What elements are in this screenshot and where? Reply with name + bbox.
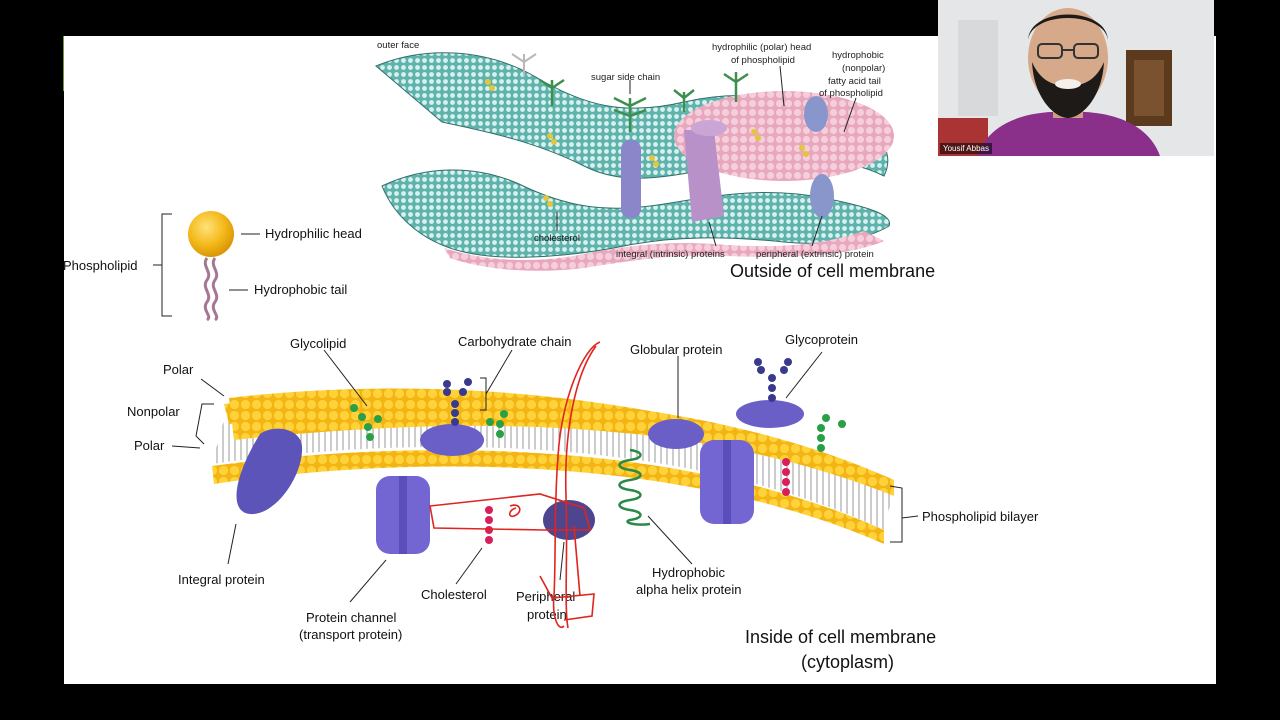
protein-channel-label-2: (transport protein) <box>299 627 402 642</box>
integral-protein-label: Integral protein <box>178 572 265 587</box>
lower-pink-heads <box>444 231 884 271</box>
integral-protein-1 <box>621 140 641 218</box>
polar-bottom-label: Polar <box>134 438 165 453</box>
cholesterol-label: Cholesterol <box>421 587 487 602</box>
protein-channel-label-1: Protein channel <box>306 610 396 625</box>
phospholipid-label: Phospholipid <box>64 258 137 273</box>
participant-name-label: Yousif Abbas <box>940 143 992 154</box>
nonpolar-label: Nonpolar <box>127 404 180 419</box>
glycolipid-label: Glycolipid <box>290 336 346 351</box>
cholesterol-molecules <box>485 458 790 544</box>
glycolipid-green-chains <box>350 404 846 452</box>
globular-protein-shape <box>648 419 704 449</box>
hydrophobic-tail-label-1: hydrophobic <box>832 50 884 61</box>
webcam-video-tile[interactable]: Yousif Abbas <box>938 0 1214 156</box>
polar-top-label: Polar <box>163 362 194 377</box>
glycoprotein-head <box>736 400 804 428</box>
outside-of-membrane-heading: Outside of cell membrane <box>730 261 935 281</box>
carbohydrate-chain-dots <box>443 358 792 426</box>
hydrophobic-tail-label-2: (nonpolar) <box>842 63 885 74</box>
presenter-video <box>938 0 1214 156</box>
peripheral-protein-top-label: peripheral (extrinsic) protein <box>756 249 874 260</box>
membrane-diagrams: outer face sugar side chain hydrophilic … <box>64 40 1039 672</box>
hydrophobic-tail-label-3: fatty acid tail <box>828 76 881 87</box>
sugar-side-chains <box>539 72 749 132</box>
cholesterol-dots <box>485 79 809 207</box>
top-membrane-illustration: outer face sugar side chain hydrophilic … <box>375 40 894 271</box>
cholesterol-top-label: cholesterol <box>534 233 580 244</box>
carbohydrate-chain-label: Carbohydrate chain <box>458 334 571 349</box>
presenter-hair <box>1028 14 1108 40</box>
globular-protein-label: Globular protein <box>630 342 723 357</box>
phospholipid-tail-1 <box>203 257 211 322</box>
pink-head-surface <box>674 91 894 181</box>
peripheral-protein-top <box>810 174 834 218</box>
outer-face-label: outer face <box>377 40 419 51</box>
cytoplasm-heading: (cytoplasm) <box>801 652 894 672</box>
alpha-helix-label-1: Hydrophobic <box>652 565 725 580</box>
phospholipid-legend: Phospholipid Hydrophilic head Hydrophobi… <box>64 211 362 322</box>
red-pen-annotation <box>429 341 601 629</box>
alpha-helix-label-2: alpha helix protein <box>636 582 742 597</box>
sugar-side-chain-label: sugar side chain <box>591 72 660 83</box>
phospholipid-bilayer-label: Phospholipid bilayer <box>922 509 1039 524</box>
peripheral-protein-label-1: Peripheral <box>516 589 575 604</box>
phospholipid-head-ball <box>188 211 234 257</box>
integral-protein-shape <box>236 428 303 515</box>
inside-of-membrane-heading: Inside of cell membrane <box>745 627 936 647</box>
integral-proteins-label: integral (intrinsic) proteins <box>616 249 725 260</box>
glycolipid-protein-head <box>420 424 484 456</box>
hydrophilic-head-label-2: of phospholipid <box>731 55 795 66</box>
presenter-shirt <box>978 111 1160 156</box>
hydrophobic-tail-label-4: of phospholipid <box>819 88 883 99</box>
hydrophilic-head-label-1: hydrophilic (polar) head <box>712 42 811 53</box>
hydrophobic-tail-label: Hydrophobic tail <box>254 282 347 297</box>
hydrophilic-head-label: Hydrophilic head <box>265 226 362 241</box>
peripheral-protein-label-2: protein <box>527 607 567 622</box>
integral-protein-2 <box>684 130 724 222</box>
bilayer-diagram: Polar Nonpolar Polar Glycolipid Carbohyd… <box>127 332 1039 642</box>
glycoprotein-label: Glycoprotein <box>785 332 858 347</box>
alpha-helix-protein <box>618 448 651 526</box>
phospholipid-tail-2 <box>211 257 219 322</box>
presenter-beard <box>1032 62 1104 118</box>
slide: outer face sugar side chain hydrophilic … <box>64 36 1216 684</box>
